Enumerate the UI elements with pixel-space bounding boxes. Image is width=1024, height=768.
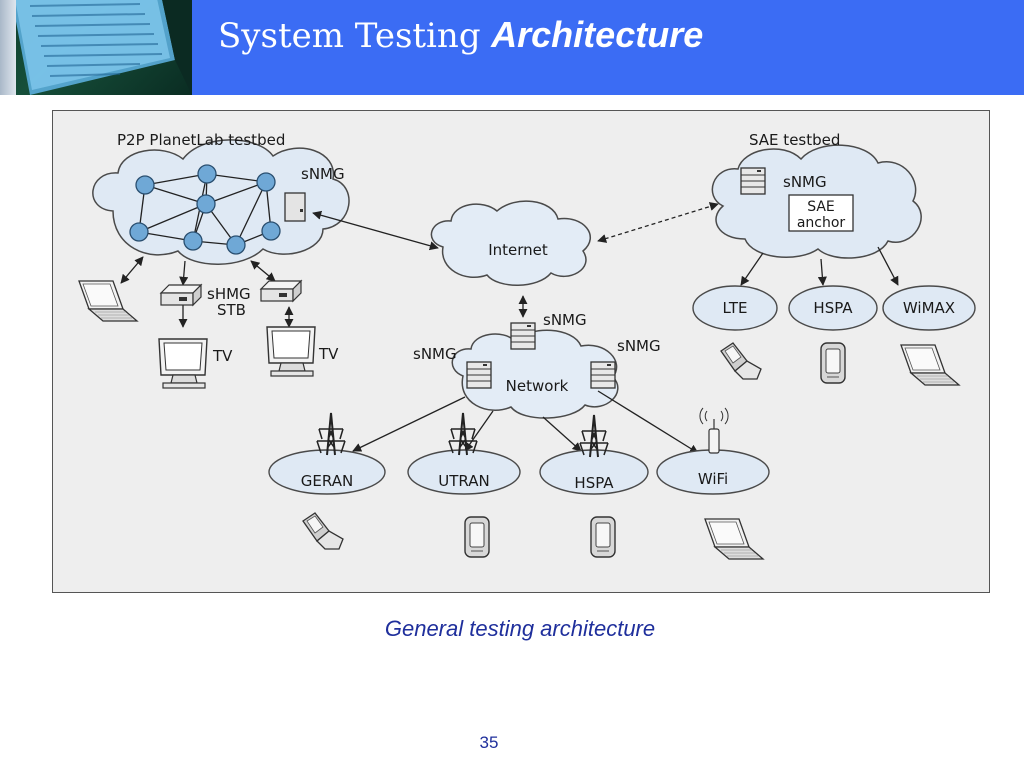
laptop-wifi-icon <box>704 518 764 560</box>
laptop-p2p-icon <box>78 280 138 322</box>
laptop-wimax-icon <box>900 344 960 386</box>
sae-testbed-label: SAE testbed <box>749 131 840 149</box>
slide-title: System Testing Architecture <box>218 10 703 60</box>
page-number: 35 <box>479 733 499 752</box>
hspa-sae-label: HSPA <box>813 299 853 317</box>
sae-anchor-box <box>788 194 854 232</box>
stb-left-icon <box>160 284 202 306</box>
network-left-snmg-server <box>466 361 492 389</box>
p2p-cloud <box>92 139 350 265</box>
sae-snmg-server <box>740 167 766 195</box>
wimax-oval <box>882 285 976 331</box>
wifi-label: WiFi <box>698 470 728 488</box>
architecture-diagram-svg: P2P PlanetLab testbed SAE testbed sNMG s… <box>78 131 976 560</box>
shmg-label: sHMG <box>207 285 251 303</box>
p2p-snmg-server <box>284 192 306 222</box>
internet-label: Internet <box>488 241 548 259</box>
diagram-caption: General testing architecture <box>384 616 656 641</box>
network-top-snmg-label: sNMG <box>543 311 587 329</box>
network-cloud <box>451 329 619 419</box>
wifi-access-point-icon <box>699 407 729 454</box>
network-left-snmg-label: sNMG <box>413 345 457 363</box>
sae-anchor-label-line2: anchor <box>797 215 846 231</box>
lte-label: LTE <box>723 299 748 317</box>
utran-oval <box>407 449 521 495</box>
tv-left-icon <box>158 338 208 389</box>
phone-geran-icon <box>302 512 344 550</box>
network-label: Network <box>506 377 569 395</box>
sae-anchor-label-line1: SAE <box>807 199 835 215</box>
phone-lte-icon <box>720 342 762 380</box>
architecture-diagram: P2P PlanetLab testbed SAE testbed sNMG s… <box>52 110 990 593</box>
monitor-photo-icon <box>11 0 192 95</box>
title-italic: Architecture <box>491 14 704 55</box>
hspa-sae-oval <box>788 285 878 331</box>
header-photo <box>0 0 192 95</box>
slide-header: System Testing Architecture <box>0 0 1024 95</box>
wimax-label: WiMAX <box>903 299 955 317</box>
lte-oval <box>692 285 778 331</box>
network-right-snmg-label: sNMG <box>617 337 661 355</box>
tower-utran-icon <box>448 412 478 456</box>
tv-right-icon <box>266 326 316 377</box>
tower-geran-icon <box>316 412 346 456</box>
pda-utran-icon <box>464 516 490 558</box>
p2p-snmg-label: sNMG <box>301 165 345 183</box>
utran-label: UTRAN <box>438 472 489 490</box>
sae-snmg-label: sNMG <box>783 173 827 191</box>
pda-hspa-icon <box>820 342 846 384</box>
hspa-net-oval <box>539 449 649 495</box>
tv-right-label: TV <box>318 345 339 363</box>
stb-right-icon <box>260 280 302 302</box>
title-plain: System Testing <box>218 16 481 56</box>
geran-label: GERAN <box>301 472 353 490</box>
hspa-net-label: HSPA <box>574 474 614 492</box>
pda-hspa-icon <box>590 516 616 558</box>
network-right-snmg-server <box>590 361 616 389</box>
network-top-snmg-server <box>510 322 536 350</box>
p2p-nodes <box>129 164 281 255</box>
connection-arrows <box>120 202 899 454</box>
p2p-testbed-label: P2P PlanetLab testbed <box>117 131 285 149</box>
header-stripe <box>0 0 16 95</box>
stb-label: STB <box>217 301 246 319</box>
tv-left-label: TV <box>212 347 233 365</box>
internet-cloud <box>430 200 591 286</box>
